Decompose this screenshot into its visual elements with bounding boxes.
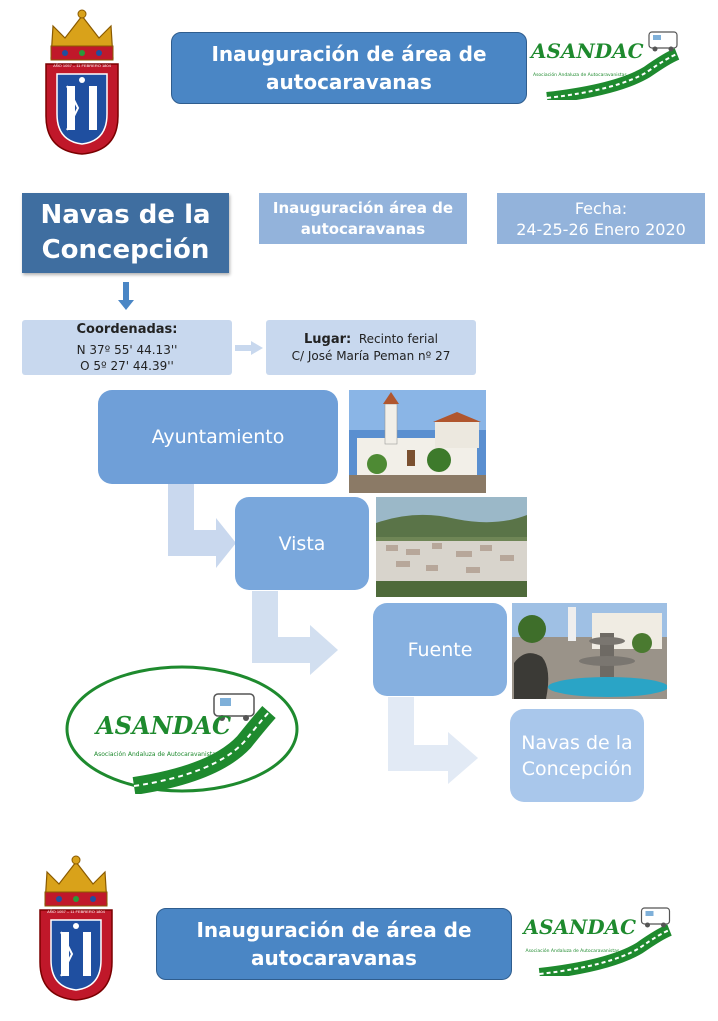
crest-ring-text-bottom: AÑO 1057 – 11 FEBRERO 1804 <box>47 909 105 914</box>
coordinates-box: Coordenadas: N 37º 55' 44.13'' O 5º 27' … <box>22 320 232 375</box>
town-view-photo <box>376 497 527 597</box>
date-label: Fecha: <box>574 198 628 218</box>
crest-icon <box>45 9 119 155</box>
logo-text-bottom: ASANDAC <box>522 915 637 939</box>
logo-text: ASANDAC <box>529 39 644 63</box>
svg-text:Asociación Andaluza de Autocar: Asociación Andaluza de Autocaravanistas <box>533 71 627 78</box>
asandac-logo: ASANDAC Asociación Andaluza de Autocarav… <box>529 31 680 100</box>
crest-icon-bottom <box>39 855 113 1001</box>
asandac-logo-bottom: ASANDAC Asociación Andaluza de Autocarav… <box>522 907 672 976</box>
coordinates-label: Coordenadas: <box>76 321 178 337</box>
fountain-photo <box>512 603 667 699</box>
footer-banner-line-2: autocaravanas <box>251 946 417 970</box>
right-arrow-icon <box>235 341 263 355</box>
date-value: 24-25-26 Enero 2020 <box>516 219 686 239</box>
date-box: Fecha: 24-25-26 Enero 2020 <box>497 193 705 244</box>
svg-text:Asociación Andaluza de Autocar: Asociación Andaluza de Autocaravanistas <box>94 751 219 758</box>
footer-banner-line-1: Inauguración de área de <box>196 918 472 942</box>
header-banner: Inauguración de área de autocaravanas <box>171 32 527 104</box>
location-line-2: C/ José María Peman nº 27 <box>291 349 451 363</box>
flow-step-fuente: Fuente <box>373 603 507 696</box>
crest-ring-text: AÑO 1057 – 11 FEBRERO 1804 <box>53 63 111 68</box>
oval-logo-text: ASANDAC <box>94 711 231 740</box>
asandac-oval-logo: ASANDAC Asociación Andaluza de Autocarav… <box>65 665 299 794</box>
svg-text:Asociación Andaluza de Autocar: Asociación Andaluza de Autocaravanistas <box>526 947 620 954</box>
location-label: Lugar: <box>303 332 352 347</box>
footer-banner: Inauguración de área de autocaravanas <box>156 908 512 980</box>
location-box: Lugar: Recinto ferial C/ José María Pema… <box>266 320 476 375</box>
coordinates-west: O 5º 27' 44.39'' <box>80 358 174 373</box>
flow-step-vista: Vista <box>235 497 369 590</box>
flow-step-ayuntamiento: Ayuntamiento <box>98 390 338 484</box>
down-arrow-icon <box>118 282 134 310</box>
location-line-1: Recinto ferial <box>358 332 439 346</box>
town-hall-photo <box>349 390 486 493</box>
banner-line-2: autocaravanas <box>266 70 432 94</box>
coordinates-north: N 37º 55' 44.13'' <box>76 342 178 357</box>
banner-line-1: Inauguración de área de <box>211 42 487 66</box>
